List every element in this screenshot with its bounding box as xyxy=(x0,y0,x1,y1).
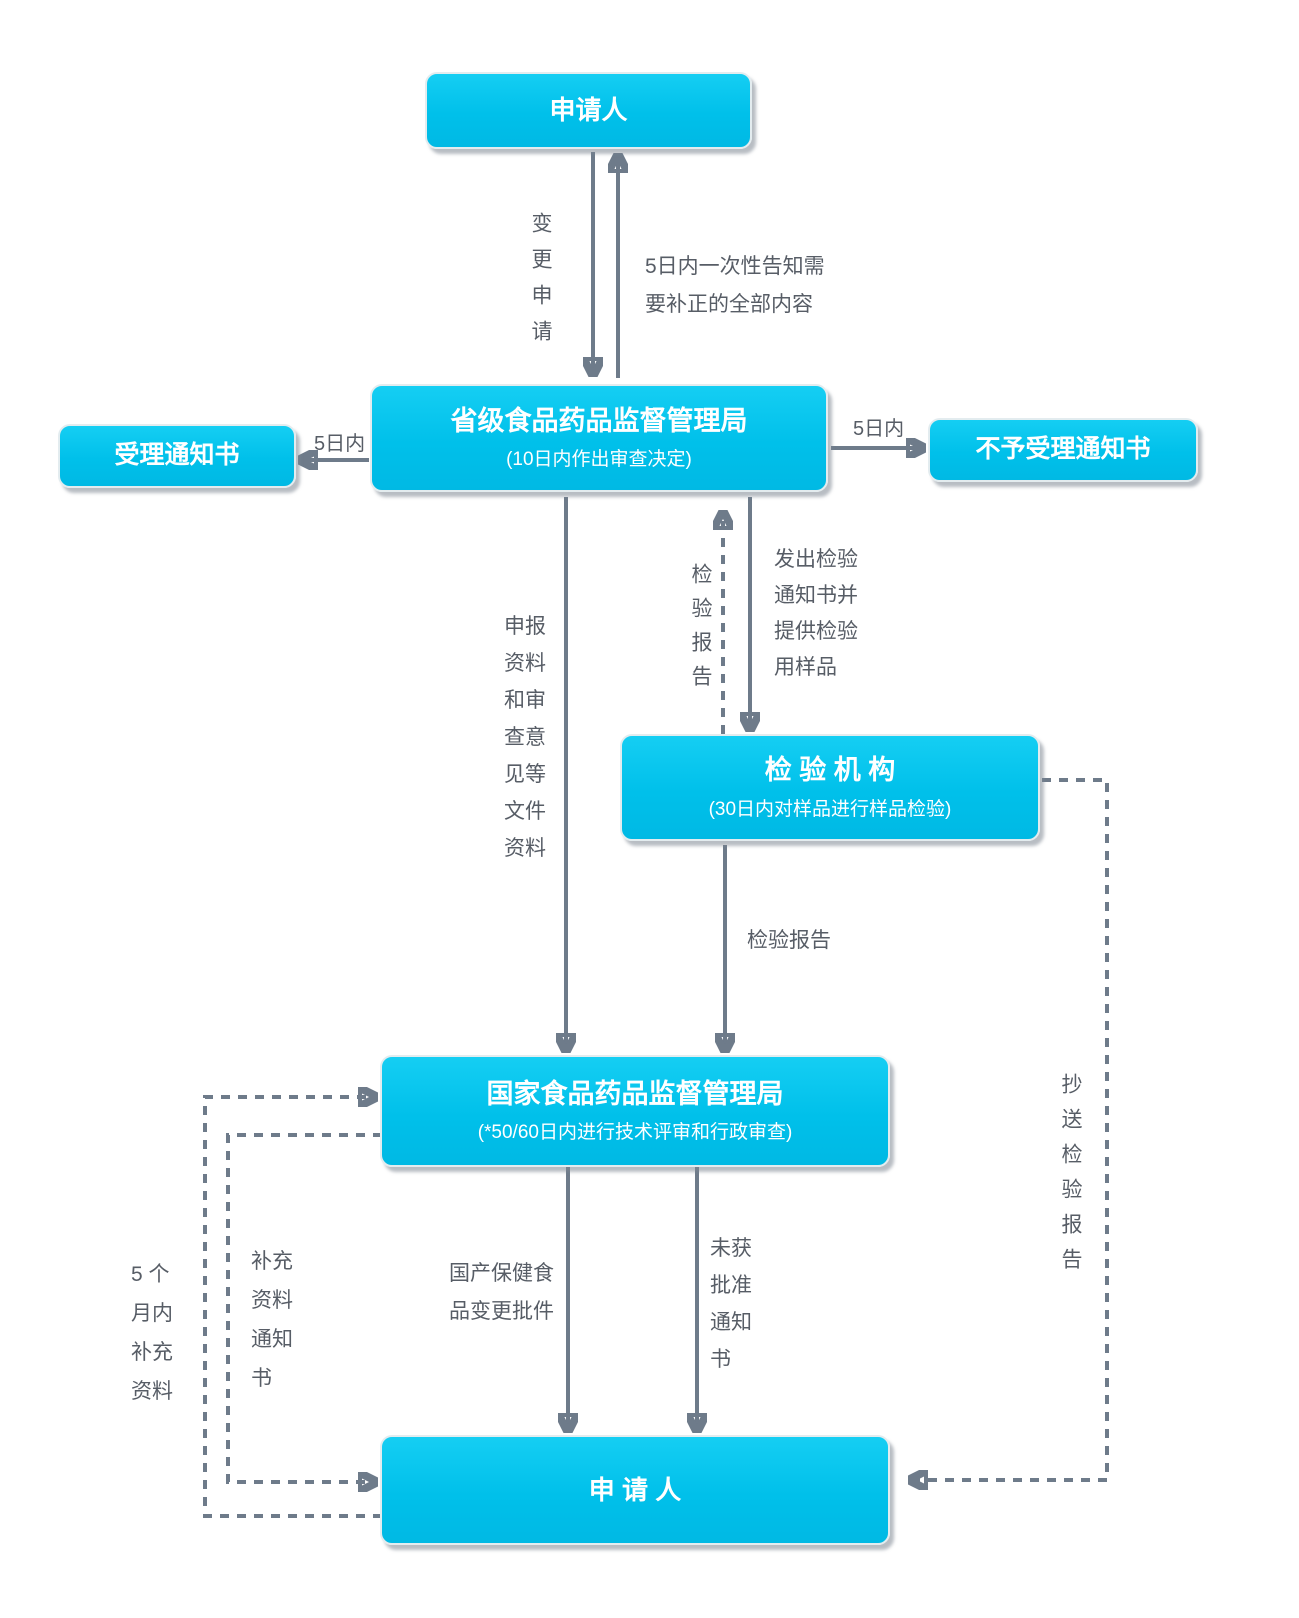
arrow-supplement-5months xyxy=(203,1097,382,1518)
label-change-application: 变更申请 xyxy=(529,212,552,356)
node-title: 检 验 机 构 xyxy=(764,755,896,786)
node-title: 申 请 人 xyxy=(588,1474,682,1505)
label-not-approved-notice: 未获 批准 通知 书 xyxy=(710,1237,752,1371)
label-within-5-days-right: 5日内 xyxy=(853,418,905,440)
node-title: 申请人 xyxy=(549,95,628,126)
node-applicant-bottom: 申 请 人 xyxy=(380,1435,890,1545)
node-rejection-notice: 不予受理通知书 xyxy=(928,418,1198,482)
node-applicant-top: 申请人 xyxy=(425,72,752,149)
label-change-approval-document: 国产保健食 品变更批件 xyxy=(449,1262,554,1323)
label-supplement-notice: 补充 资料 通知 书 xyxy=(251,1250,293,1390)
node-subtitle: (10日内作出审查决定) xyxy=(506,449,692,471)
node-title: 受理通知书 xyxy=(114,441,240,470)
node-title: 省级食品药品监督管理局 xyxy=(450,405,748,436)
label-issue-inspection-notice: 发出检验 通知书并 提供检验 用样品 xyxy=(774,548,858,679)
label-filing-materials: 申报 资料 和审 查意 见等 文件 资料 xyxy=(504,615,546,860)
node-provincial-fda: 省级食品药品监督管理局 (10日内作出审查决定) xyxy=(370,384,828,492)
node-subtitle: (30日内对样品进行样品检验) xyxy=(708,798,952,820)
label-inspection-report-up: 检验报告 xyxy=(689,563,712,699)
label-within-5-days-left: 5日内 xyxy=(314,433,366,455)
node-inspection-agency: 检 验 机 构 (30日内对样品进行样品检验) xyxy=(620,734,1040,841)
label-correction-notice: 5日内一次性告知需 要补正的全部内容 xyxy=(645,255,825,316)
node-title: 国家食品药品监督管理局 xyxy=(486,1078,784,1109)
node-subtitle: (*50/60日内进行技术评审和行政审查) xyxy=(477,1122,793,1144)
label-inspection-report-down: 检验报告 xyxy=(747,929,831,952)
node-national-fda: 国家食品药品监督管理局 (*50/60日内进行技术评审和行政审查) xyxy=(380,1055,890,1167)
label-supplement-within-5-months: 5 个 月内 补充 资料 xyxy=(131,1263,173,1403)
label-copy-inspection-report: 抄送检验报告 xyxy=(1059,1073,1082,1283)
node-acceptance-notice: 受理通知书 xyxy=(58,424,296,488)
node-title: 不予受理通知书 xyxy=(975,435,1151,464)
